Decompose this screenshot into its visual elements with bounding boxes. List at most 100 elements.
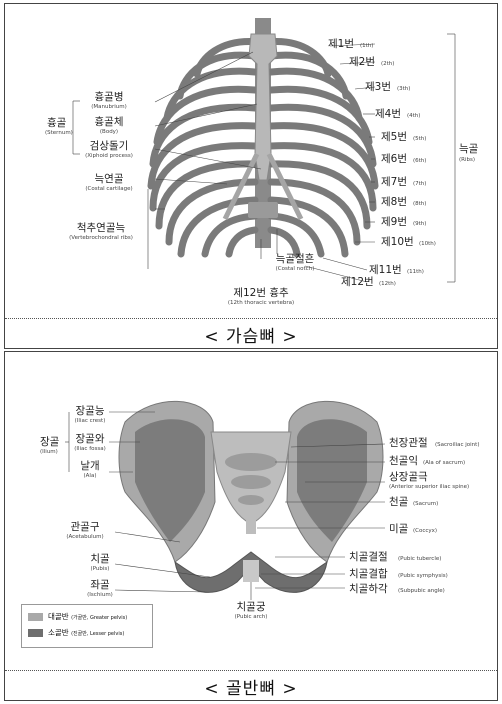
rib-4-label-en: (4th)	[407, 113, 420, 119]
vertebrochondral-label-en: (Vertebrochondral ribs)	[69, 235, 133, 241]
leader-lines	[72, 33, 456, 283]
pubic-ring-shape	[174, 551, 328, 593]
rib-3-label-en: (3th)	[397, 86, 410, 92]
coccyx-label: 미골	[389, 523, 409, 535]
lesser-pelvis-legend: 소골반 (진골반, Lesser pelvis)	[48, 627, 124, 638]
sacral-foramen	[238, 495, 264, 505]
ribs-group	[147, 38, 379, 258]
rib-9-label: 제9번	[381, 216, 407, 228]
asis-label-en: (Anterior superior iliac spine)	[389, 484, 469, 490]
rib-8-label: 제8번	[381, 196, 407, 208]
rib-6-label: 제6번	[381, 153, 407, 165]
ala-sacrum-label: 천골익	[389, 455, 418, 467]
iliac-fossa-label-en: (Iliac fossa)	[74, 446, 106, 452]
sacral-foramen	[225, 453, 277, 471]
rib-labels: 제1번 (1th) 제2번 (2th) 제3번 (3th) 제4번 (4th) …	[328, 38, 436, 288]
rib-12-label: 제12번	[341, 276, 374, 288]
lesser-pelvis-legend-en: (진골반, Lesser pelvis)	[71, 631, 125, 637]
t12-vertebra-shape	[248, 202, 278, 218]
ischium-label-en: (Ischium)	[87, 592, 113, 598]
ribs-group-label-en: (Ribs)	[459, 157, 475, 163]
t12-label: 제12번 흉추	[233, 286, 289, 299]
pubis-label-en: (Pubis)	[91, 566, 110, 572]
ribs-group-label: 늑골	[459, 143, 479, 155]
rib-2-label: 제2번	[349, 56, 375, 68]
coccyx-label-en: (Coccyx)	[413, 528, 437, 534]
pubic-symphysis-label-en: (Pubic symphysis)	[398, 573, 448, 579]
pelvis-caption-row: < 골반뼈 >	[5, 670, 497, 701]
sacral-foramen	[231, 475, 271, 489]
iliac-crest-label: 장골능	[76, 405, 105, 417]
rib-4-label: 제4번	[375, 108, 401, 120]
rib-9-label-en: (9th)	[413, 221, 426, 227]
manubrium-label-en: (Manubrium)	[91, 104, 127, 110]
body-label: 흉골체	[95, 115, 124, 128]
rib-7-label: 제7번	[381, 176, 407, 188]
pubic-tubercle-label-en: (Pubic tubercle)	[398, 556, 441, 562]
rib-11-label: 제11번	[369, 264, 402, 276]
costal-cartilage-shape	[222, 152, 304, 221]
rib-11-label-en: (11th)	[407, 269, 424, 275]
costal-cartilage-label: 늑연골	[95, 173, 124, 185]
pubic-arch-label: 치골궁	[237, 601, 266, 613]
rib-6-label-en: (6th)	[413, 158, 426, 164]
rib-3-label: 제3번	[365, 81, 391, 93]
acetabulum-label: 관골구	[71, 521, 100, 533]
ilium-label: 장골	[40, 436, 60, 448]
ala-label-en: (Ala)	[84, 473, 97, 479]
vertebrochondral-label: 척추연골늑	[77, 222, 126, 234]
subpubic-label: 치골하각	[349, 582, 388, 595]
rib-1-label: 제1번	[328, 38, 354, 50]
pelvis-caption: < 골반뼈 >	[204, 679, 298, 699]
manubrium-label: 흉골병	[95, 90, 124, 103]
xiphoid-label: 검상돌기	[90, 140, 129, 152]
pubis-label: 치골	[90, 553, 110, 565]
rib-cage-illustration: 흉골 (Sternum) 흉골병 (Manubrium) 흉골체 (Body) …	[45, 18, 479, 306]
subpubic-label-en: (Subpubic angle)	[398, 588, 445, 594]
iliac-fossa-label: 장골와	[76, 433, 105, 445]
costal-cartilage-label-en: (Costal cartilage)	[85, 186, 132, 192]
sternum-label-en: (Sternum)	[45, 130, 73, 136]
pelvis-illustration: 장골 (Ilium) 장골능 (Iliac crest) 장골와 (Iliac …	[40, 400, 479, 620]
pubic-tubercle-label: 치골결절	[349, 550, 388, 563]
ischium-label: 좌골	[90, 579, 110, 591]
pelvis-legend: 대골반 (가골반, Greater pelvis) 소골반 (진골반, Less…	[21, 604, 153, 648]
sacroiliac-label: 천장관절	[389, 436, 428, 449]
xiphoid-label-en: (Xiphoid process)	[85, 153, 133, 159]
rib-2-label-en: (2th)	[381, 61, 394, 67]
pubic-arch-label-en: (Pubic arch)	[235, 614, 268, 620]
sternum-shape	[248, 33, 278, 181]
rib-7-label-en: (7th)	[413, 181, 426, 187]
asis-label: 상장골극	[389, 471, 428, 483]
rib-1-label-en: (1th)	[360, 43, 373, 49]
greater-pelvis-legend-en: (가골반, Greater pelvis)	[71, 615, 128, 621]
greater-pelvis-legend-ko: 대골반	[48, 612, 69, 621]
iliac-crest-label-en: (Iliac crest)	[75, 418, 106, 424]
thorax-caption-row: < 가슴뼈 >	[5, 318, 497, 349]
thorax-caption: < 가슴뼈 >	[204, 327, 298, 347]
rib-10-label-en: (10th)	[419, 241, 436, 247]
rib-10-label: 제10번	[381, 236, 414, 248]
greater-pelvis-legend: 대골반 (가골반, Greater pelvis)	[48, 611, 127, 622]
rib-8-label-en: (8th)	[413, 201, 426, 207]
rib-12-label-en: (12th)	[379, 281, 396, 287]
rib-5-label: 제5번	[381, 131, 407, 143]
leader-lines	[65, 411, 386, 600]
costal-notch-label: 늑골절흔	[276, 252, 315, 265]
lesser-pelvis-swatch	[28, 629, 43, 637]
sacroiliac-label-en: (Sacroiliac joint)	[435, 442, 479, 448]
sacrum-label: 천골	[389, 496, 409, 508]
pelvis-panel: 장골 (Ilium) 장골능 (Iliac crest) 장골와 (Iliac …	[4, 351, 498, 701]
greater-pelvis-swatch	[28, 613, 43, 621]
pubic-symphysis-shape	[243, 560, 259, 582]
ala-label: 날개	[80, 460, 99, 472]
lesser-pelvis-legend-ko: 소골반	[48, 628, 69, 637]
sternum-label: 흉골	[47, 116, 67, 129]
coccyx-shape	[246, 512, 256, 534]
costal-notch-label-en: (Costal notch)	[276, 266, 315, 272]
t12-label-en: (12th thoracic vertebra)	[228, 300, 294, 306]
pubic-symphysis-label: 치골결합	[349, 568, 388, 580]
rib-5-label-en: (5th)	[413, 136, 426, 142]
sacrum-label-en: (Sacrum)	[413, 501, 438, 507]
body-label-en: (Body)	[100, 129, 118, 135]
